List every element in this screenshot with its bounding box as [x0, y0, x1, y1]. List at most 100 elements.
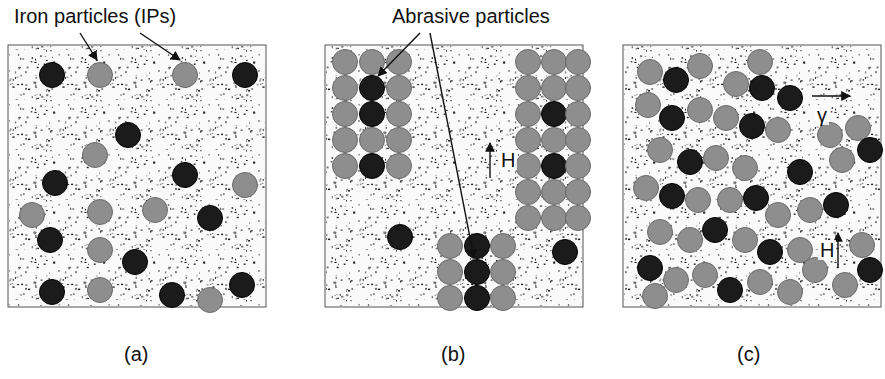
abrasive-particle — [718, 278, 743, 303]
iron-particle — [143, 198, 168, 223]
iron-particle — [566, 50, 591, 75]
iron-particle — [648, 220, 673, 245]
leader-line — [378, 33, 420, 76]
iron-particle — [83, 143, 108, 168]
iron-particle — [438, 260, 463, 285]
leader-line — [140, 33, 180, 60]
fluid-panel — [623, 45, 881, 307]
abrasive-particle — [638, 256, 663, 281]
iron-particle — [233, 173, 258, 198]
abrasive-particle — [788, 160, 813, 185]
iron-particle — [516, 102, 541, 127]
abrasive-particle — [465, 286, 490, 311]
carrier-texture — [326, 46, 582, 306]
iron-particle — [748, 270, 773, 295]
iron-particle — [516, 180, 541, 205]
abrasive-particle — [40, 280, 65, 305]
abrasive-particle — [388, 225, 413, 250]
abrasive-particle — [553, 240, 578, 265]
abrasive-particle — [465, 234, 490, 259]
abrasive-particle — [123, 250, 148, 275]
iron-particle — [491, 234, 516, 259]
iron-particle — [516, 154, 541, 179]
iron-particle — [778, 280, 803, 305]
fluid-panel — [325, 45, 583, 307]
abrasive-particle — [198, 206, 223, 231]
iron-particle — [566, 154, 591, 179]
iron-particle — [748, 50, 773, 75]
iron-particle — [173, 63, 198, 88]
abrasive-particle — [750, 76, 775, 101]
iron-particle — [846, 116, 871, 141]
callout-label: Iron particles (IPs) — [14, 6, 176, 26]
abrasive-particle — [230, 273, 255, 298]
iron-particle — [636, 93, 661, 118]
shear-symbol: γ — [815, 105, 829, 125]
iron-particle — [516, 76, 541, 101]
abrasive-particle — [360, 76, 385, 101]
panel-label: (a) — [124, 344, 148, 364]
iron-particle — [542, 180, 567, 205]
iron-particle — [566, 206, 591, 231]
iron-particle — [333, 154, 358, 179]
abrasive-particle — [778, 86, 803, 111]
iron-particle — [688, 54, 713, 79]
iron-particle — [818, 123, 843, 148]
iron-particle — [566, 128, 591, 153]
iron-particle — [516, 50, 541, 75]
iron-particle — [333, 76, 358, 101]
iron-particle — [360, 50, 385, 75]
abrasive-particle — [858, 258, 883, 283]
iron-particle — [438, 286, 463, 311]
iron-particle — [542, 128, 567, 153]
fluid-panel — [8, 45, 266, 307]
iron-particle — [643, 284, 668, 309]
iron-particle — [714, 106, 739, 131]
iron-particle — [387, 102, 412, 127]
abrasive-particle — [360, 102, 385, 127]
abrasive-particle — [360, 154, 385, 179]
abrasive-particle — [744, 186, 769, 211]
iron-particle — [88, 200, 113, 225]
iron-particle — [566, 180, 591, 205]
iron-particle — [387, 76, 412, 101]
iron-particle — [686, 188, 711, 213]
iron-particle — [798, 198, 823, 223]
iron-particle — [766, 203, 791, 228]
iron-particle — [766, 118, 791, 143]
abrasive-particle — [38, 228, 63, 253]
abrasive-particle — [116, 123, 141, 148]
iron-particle — [693, 263, 718, 288]
iron-particle — [833, 273, 858, 298]
abrasive-particle — [542, 154, 567, 179]
iron-particle — [360, 128, 385, 153]
iron-particle — [638, 60, 663, 85]
iron-particle — [491, 286, 516, 311]
abrasive-particle — [542, 102, 567, 127]
iron-particle — [678, 228, 703, 253]
panel-label: (c) — [737, 344, 760, 364]
iron-particle — [516, 128, 541, 153]
field-arrow — [837, 233, 838, 268]
panel-label: (b) — [441, 344, 465, 364]
iron-particle — [387, 128, 412, 153]
abrasive-particle — [858, 138, 883, 163]
iron-particle — [566, 76, 591, 101]
abrasive-particle — [740, 114, 765, 139]
abrasive-particle — [758, 240, 783, 265]
iron-particle — [850, 233, 875, 258]
callout-label: Abrasive particles — [392, 6, 550, 26]
abrasive-particle — [824, 193, 849, 218]
iron-particle — [733, 156, 758, 181]
abrasive-particle — [43, 171, 68, 196]
carrier-texture — [9, 46, 265, 306]
iron-particle — [333, 128, 358, 153]
field-arrow — [489, 143, 490, 178]
iron-particle — [704, 146, 729, 171]
iron-particle — [803, 258, 828, 283]
leader-line — [80, 33, 97, 60]
iron-particle — [664, 268, 689, 293]
abrasive-particle — [173, 163, 198, 188]
iron-particle — [491, 260, 516, 285]
